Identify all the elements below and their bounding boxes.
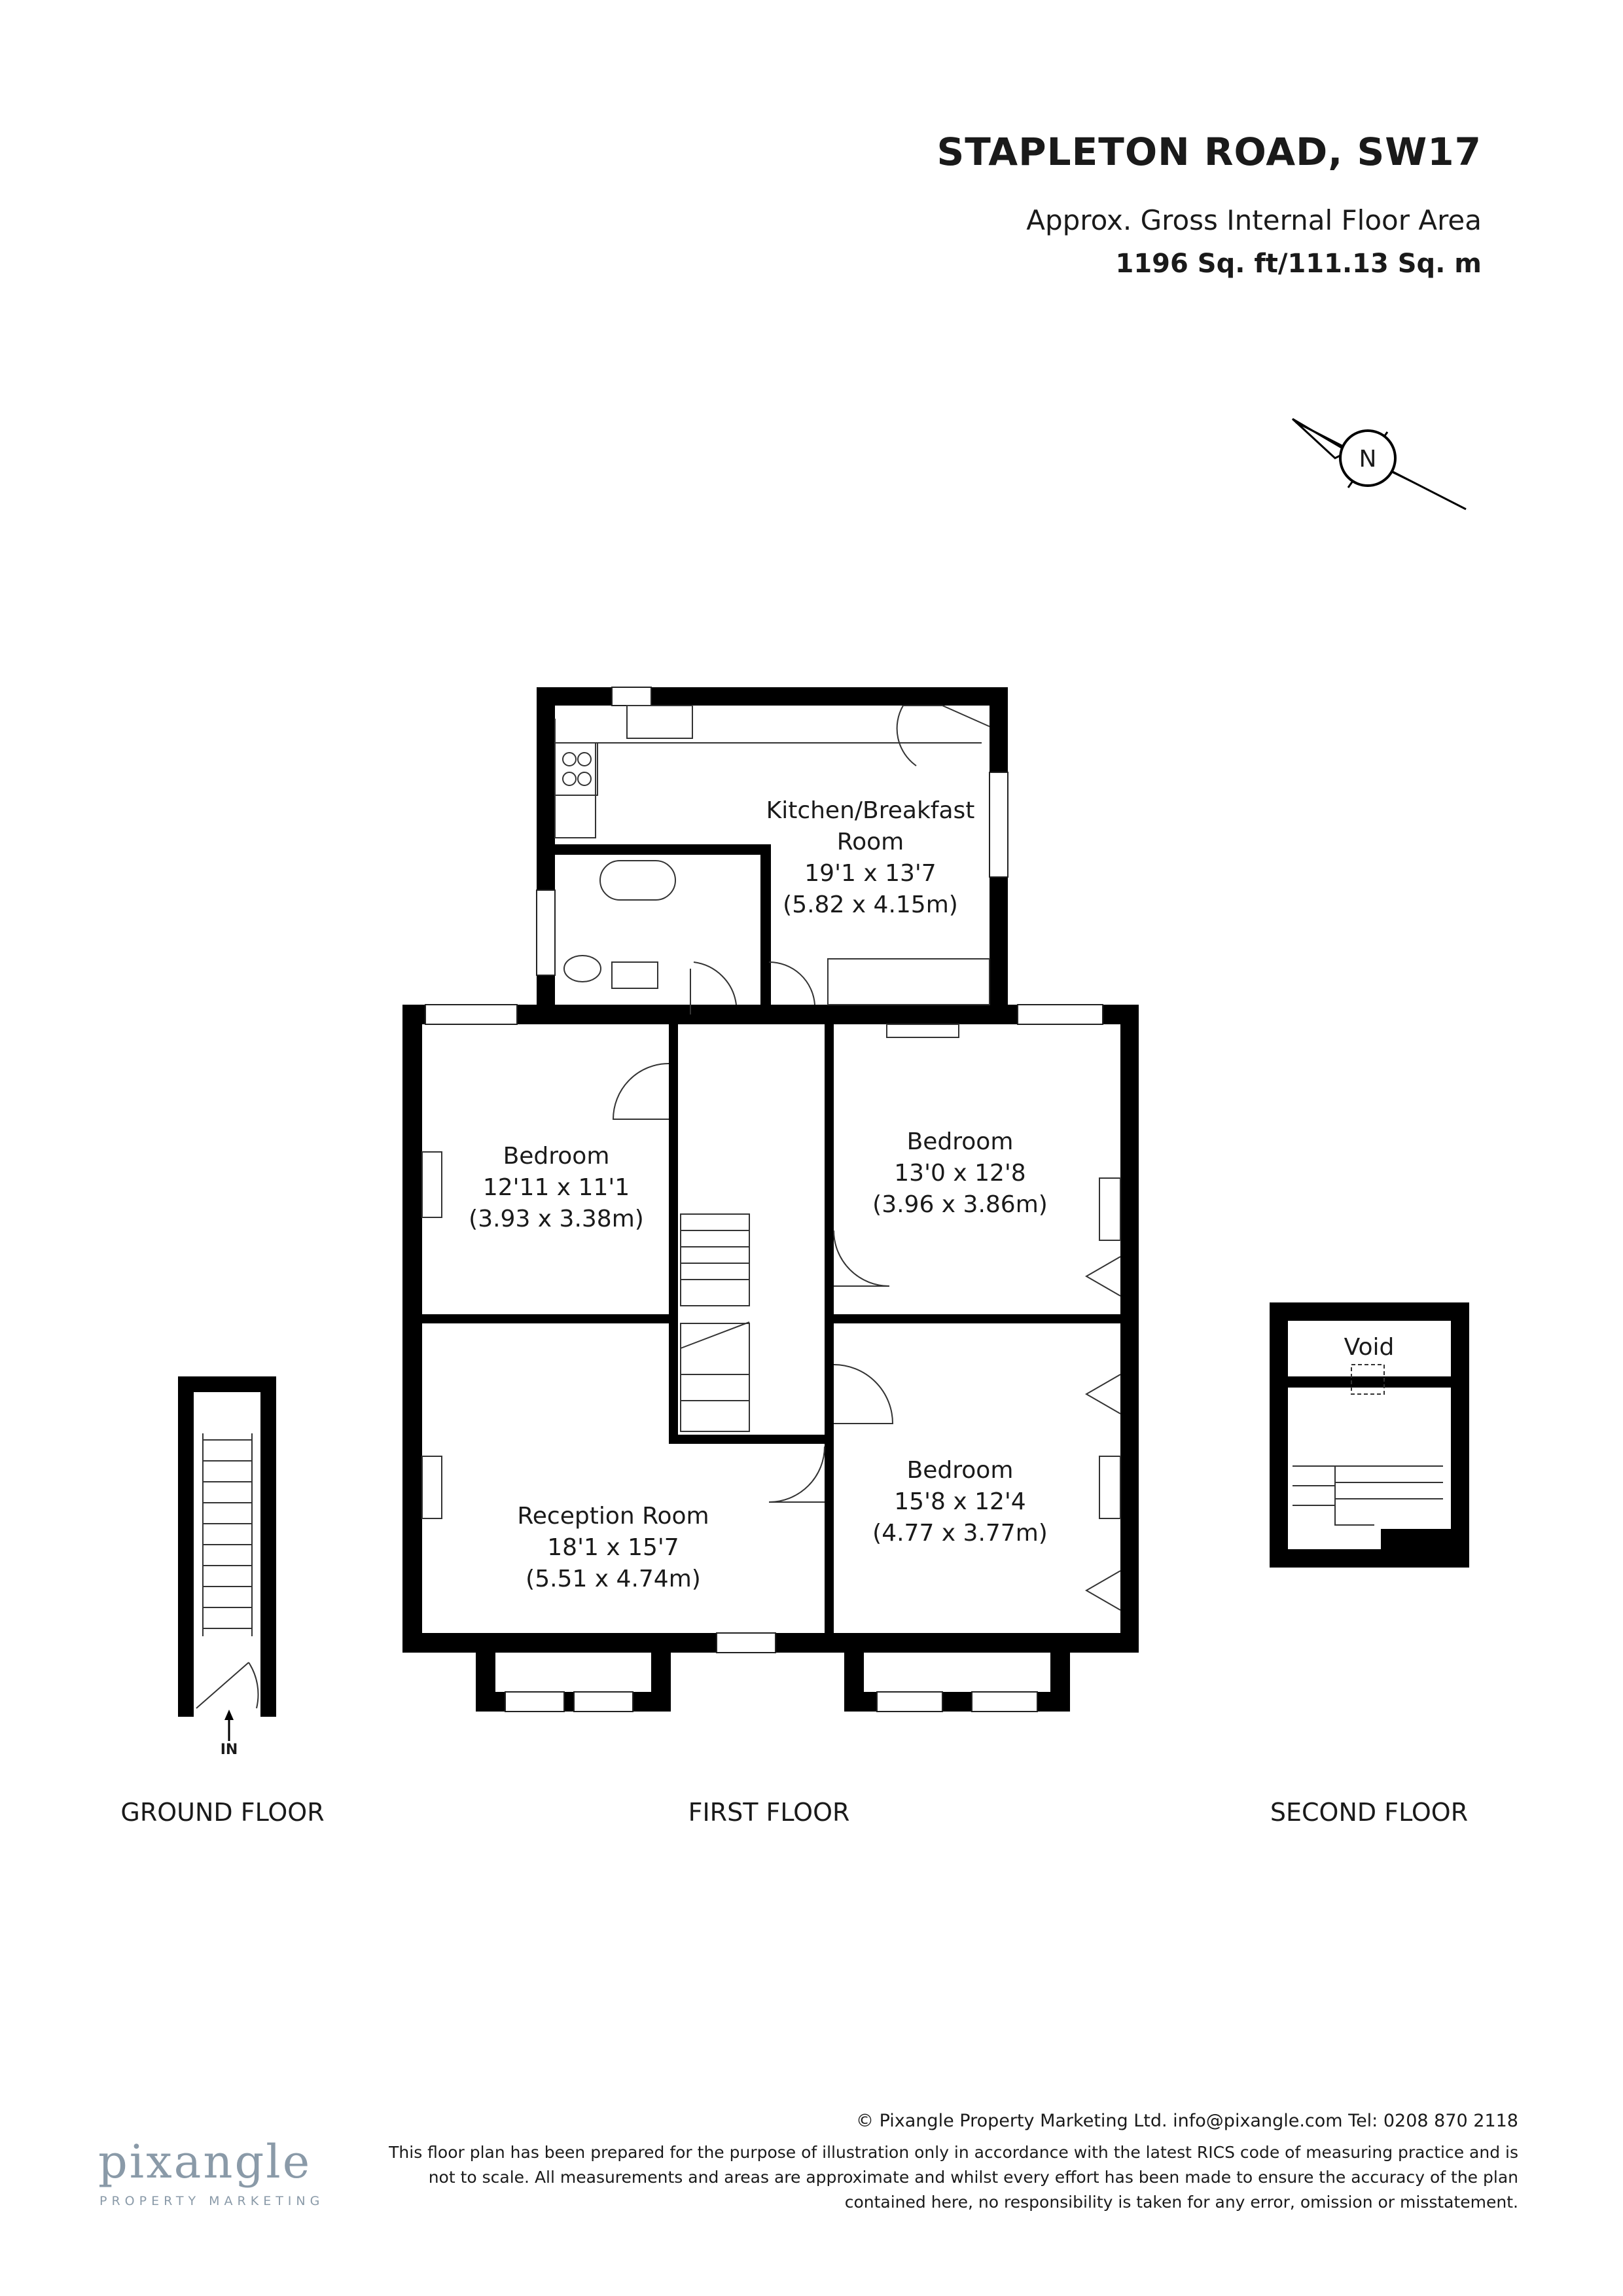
- disclaimer-line-2: not to scale. All measurements and areas…: [428, 2168, 1518, 2187]
- page-title: STAPLETON ROAD, SW17: [936, 130, 1482, 174]
- first-floor-plan: Kitchen/Breakfast Room 19'1 x 13'7 (5.82…: [402, 687, 1139, 1712]
- room-size-imperial: 13'0 x 12'8: [894, 1160, 1026, 1187]
- room-bedroom-1: Bedroom 12'11 x 11'1 (3.93 x 3.38m): [469, 1143, 644, 1232]
- void-label: Void: [1344, 1334, 1395, 1361]
- entrance-label: IN: [221, 1742, 238, 1758]
- room-size-imperial: 18'1 x 15'7: [547, 1534, 679, 1561]
- room-name: Bedroom: [907, 1128, 1014, 1155]
- second-floor-plan: Void: [1270, 1302, 1469, 1568]
- ground-floor-plan: IN: [178, 1376, 276, 1758]
- room-kitchen-breakfast: Kitchen/Breakfast Room 19'1 x 13'7 (5.82…: [766, 797, 975, 918]
- compass-icon: N: [1291, 418, 1469, 511]
- compass-label: N: [1359, 446, 1377, 473]
- room-bedroom-2: Bedroom 13'0 x 12'8 (3.96 x 3.86m): [872, 1128, 1048, 1218]
- room-size-metric: (3.93 x 3.38m): [469, 1206, 644, 1232]
- brand-logo-subtitle: PROPERTY MARKETING: [99, 2194, 325, 2208]
- room-size-metric: (3.96 x 3.86m): [872, 1191, 1048, 1218]
- brand-logo: pixangle: [98, 2135, 312, 2189]
- room-name-line-2: Room: [837, 829, 904, 855]
- room-size-metric: (4.77 x 3.77m): [872, 1520, 1048, 1547]
- disclaimer-text: This floor plan has been prepared for th…: [366, 2140, 1518, 2215]
- room-size-imperial: 15'8 x 12'4: [894, 1488, 1026, 1515]
- area-value: 1196 Sq. ft/111.13 Sq. m: [1115, 249, 1482, 279]
- room-name: Bedroom: [503, 1143, 610, 1170]
- room-size-imperial: 19'1 x 13'7: [804, 860, 936, 887]
- room-name: Kitchen/Breakfast: [766, 797, 975, 824]
- room-name: Bedroom: [907, 1457, 1014, 1484]
- disclaimer-line-3: contained here, no responsibility is tak…: [844, 2193, 1518, 2212]
- disclaimer-line-1: This floor plan has been prepared for th…: [389, 2143, 1518, 2162]
- room-size-metric: (5.82 x 4.15m): [783, 891, 958, 918]
- floor-label-second: SECOND FLOOR: [1270, 1798, 1468, 1827]
- room-reception: Reception Room 18'1 x 15'7 (5.51 x 4.74m…: [517, 1503, 709, 1592]
- floor-label-ground: GROUND FLOOR: [120, 1798, 324, 1827]
- floor-label-first: FIRST FLOOR: [688, 1798, 850, 1827]
- area-label: Approx. Gross Internal Floor Area: [1026, 204, 1482, 236]
- copyright-text: © Pixangle Property Marketing Ltd. info@…: [856, 2111, 1518, 2131]
- room-bedroom-3: Bedroom 15'8 x 12'4 (4.77 x 3.77m): [872, 1457, 1048, 1547]
- room-name: Reception Room: [517, 1503, 709, 1530]
- room-size-metric: (5.51 x 4.74m): [526, 1566, 701, 1592]
- room-size-imperial: 12'11 x 11'1: [483, 1174, 630, 1201]
